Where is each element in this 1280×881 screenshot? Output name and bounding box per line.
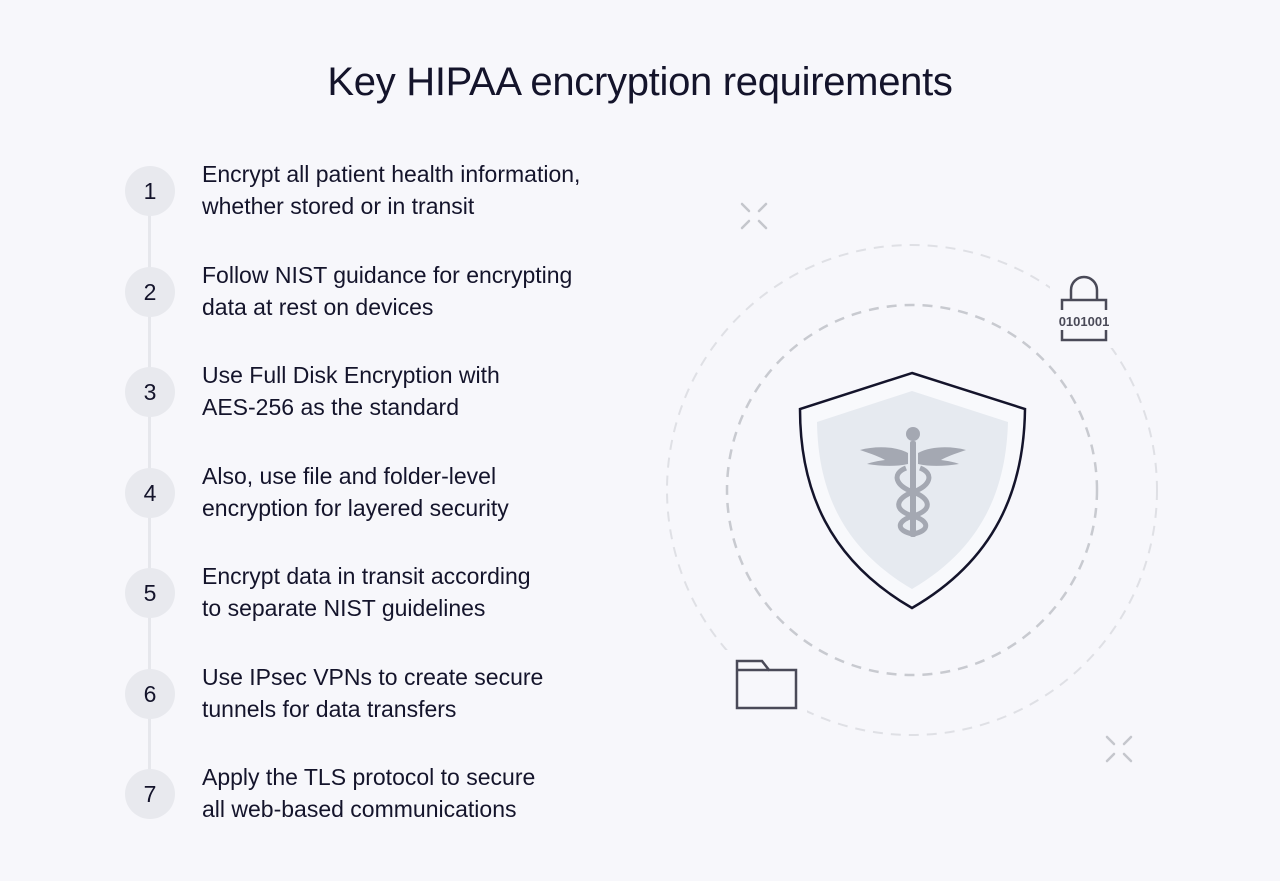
step-2: 2 Follow NIST guidance for encrypting da… xyxy=(125,262,685,331)
step-text: Also, use file and folder-level encrypti… xyxy=(202,463,509,521)
step-3: 3 Use Full Disk Encryption with AES-256 … xyxy=(125,362,685,431)
outer-orbit-ring xyxy=(666,244,1158,736)
step-number-badge: 5 xyxy=(125,568,175,618)
inner-orbit-ring xyxy=(725,303,1099,677)
step-number-badge: 7 xyxy=(125,769,175,819)
step-text: Use Full Disk Encryption with AES-256 as… xyxy=(202,362,500,420)
binary-lock-icon: 0101001 xyxy=(1059,275,1110,342)
step-4: 4 Also, use file and folder-level encryp… xyxy=(125,463,685,532)
page-title: Key HIPAA encryption requirements xyxy=(327,60,953,104)
lock-binary-label: 0101001 xyxy=(1059,314,1110,329)
step-text: Encrypt data in transit according to sep… xyxy=(202,563,531,621)
step-1: 1 Encrypt all patient health information… xyxy=(125,161,685,230)
step-7: 7 Apply the TLS protocol to secure all w… xyxy=(125,764,685,833)
sparkle-icon xyxy=(740,202,768,230)
step-6: 6 Use IPsec VPNs to create secure tunnel… xyxy=(125,664,685,733)
step-number-badge: 1 xyxy=(125,166,175,216)
step-text: Encrypt all patient health information, … xyxy=(202,161,581,219)
step-number-badge: 4 xyxy=(125,468,175,518)
step-number-badge: 3 xyxy=(125,367,175,417)
step-number-badge: 2 xyxy=(125,267,175,317)
step-text: Follow NIST guidance for encrypting data… xyxy=(202,262,573,320)
step-text: Use IPsec VPNs to create secure tunnels … xyxy=(202,664,544,722)
sparkle-icon xyxy=(1105,735,1133,763)
step-5: 5 Encrypt data in transit according to s… xyxy=(125,563,685,632)
step-text: Apply the TLS protocol to secure all web… xyxy=(202,764,536,822)
step-number-badge: 6 xyxy=(125,669,175,719)
folder-icon xyxy=(735,659,798,710)
caduceus-icon xyxy=(860,427,966,537)
